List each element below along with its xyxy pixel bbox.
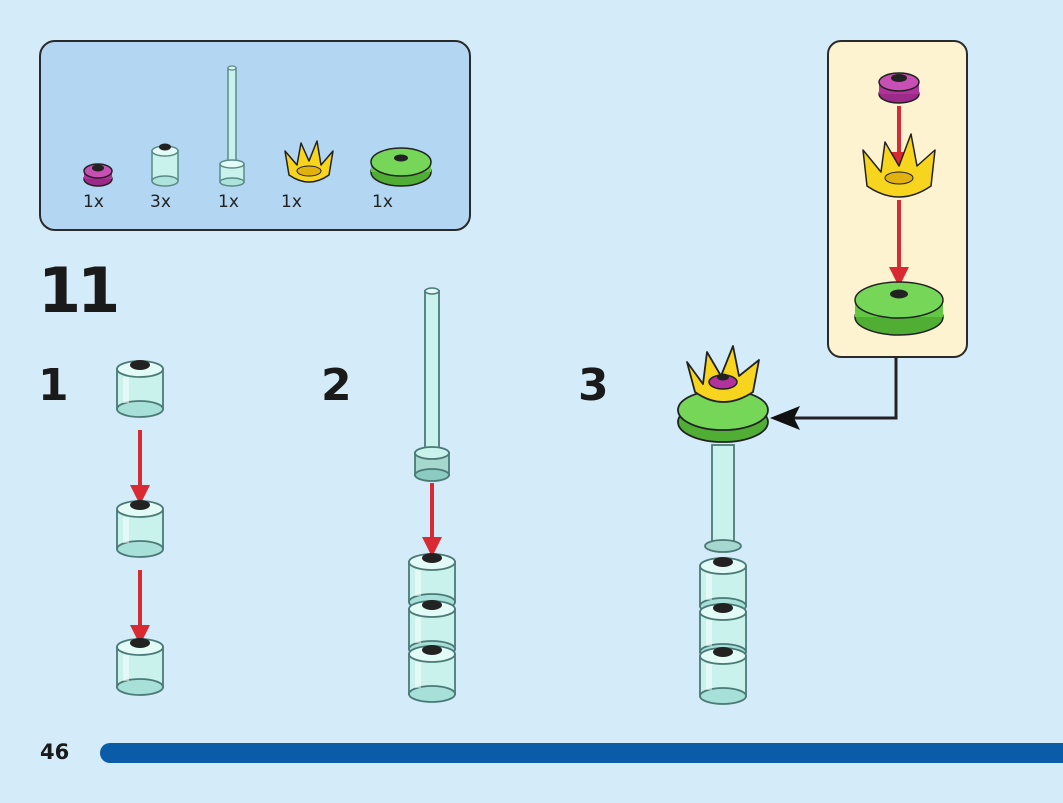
transparent-bar-icon — [219, 65, 245, 187]
sub-step-1-illustration — [116, 359, 164, 696]
qty-trans-bar: 1x — [218, 192, 239, 212]
parts-list-box: 1x 3x 1x 1x 1x — [39, 40, 471, 231]
page-number: 46 — [40, 740, 70, 764]
sub-step-2-label: 2 — [321, 360, 352, 411]
sub-step-1-label: 1 — [38, 360, 69, 411]
callout-pointer-arrow — [770, 356, 898, 430]
sub-step-2-illustration — [408, 287, 456, 703]
footer-progress-bar — [100, 743, 1063, 763]
transparent-round-brick-icon — [151, 143, 179, 187]
qty-trans-brick: 3x — [150, 192, 171, 212]
sub-assembly-callout — [827, 40, 968, 358]
sub-step-3-illustration — [677, 345, 769, 705]
yellow-flower-petals-icon — [284, 140, 334, 183]
green-round-tile-icon — [370, 147, 432, 187]
pink-flower-plate-icon — [83, 163, 113, 187]
qty-yellow-petals: 1x — [281, 192, 302, 212]
qty-pink-plate: 1x — [83, 192, 104, 212]
qty-green-tile: 1x — [372, 192, 393, 212]
callout-illustration — [854, 72, 944, 336]
sub-step-3-label: 3 — [578, 360, 609, 411]
step-number: 11 — [38, 254, 120, 327]
